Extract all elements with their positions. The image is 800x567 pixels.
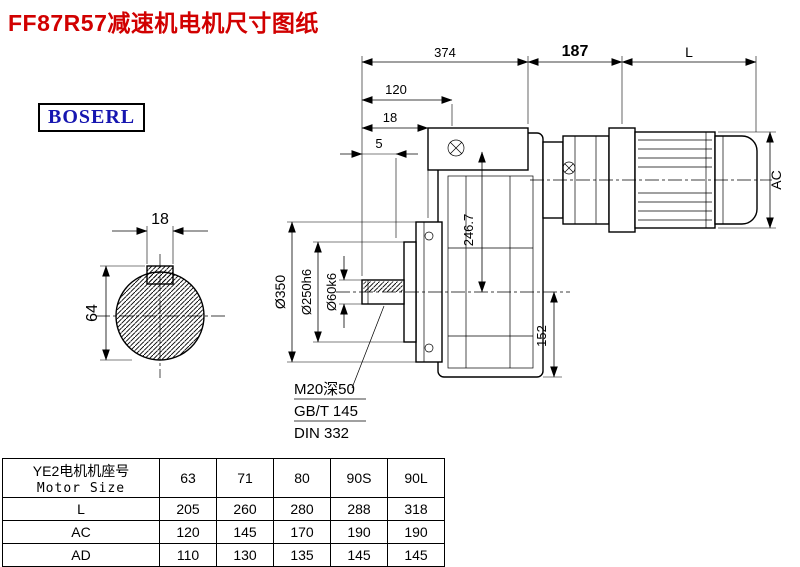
note-thread: M20深50 bbox=[294, 381, 355, 398]
cell-AC-90L: 190 bbox=[387, 520, 445, 544]
motor-view bbox=[530, 127, 772, 233]
row-label-AD: AD bbox=[2, 543, 160, 567]
adapter-bolt-icon bbox=[562, 161, 576, 175]
cell-L-90L: 318 bbox=[387, 497, 445, 521]
cell-AC-90S: 190 bbox=[330, 520, 388, 544]
dim-spigot-dia: Ø250h6 bbox=[299, 269, 314, 315]
col-header-80: 80 bbox=[273, 458, 331, 498]
col-header-90S: 90S bbox=[330, 458, 388, 498]
dim-flange-dia: Ø350 bbox=[272, 275, 288, 309]
dim-120: 120 bbox=[385, 82, 407, 97]
cell-L-80: 280 bbox=[273, 497, 331, 521]
table-row-AD: AD 110 130 135 145 145 bbox=[2, 543, 445, 567]
cell-AC-63: 120 bbox=[159, 520, 217, 544]
table-row-L: L 205 260 280 288 318 bbox=[2, 497, 445, 521]
table-header-row: YE2电机机座号 Motor Size 63 71 80 90S 90L bbox=[2, 458, 445, 498]
col-header-90L: 90L bbox=[387, 458, 445, 498]
col-header-71: 71 bbox=[216, 458, 274, 498]
cell-AD-71: 130 bbox=[216, 543, 274, 567]
col-header-63: 63 bbox=[159, 458, 217, 498]
row-label-L: L bbox=[2, 497, 160, 521]
row-label-AC: AC bbox=[2, 520, 160, 544]
page-title: FF87R57减速机电机尺寸图纸 bbox=[8, 10, 319, 36]
table-title-cell: YE2电机机座号 Motor Size bbox=[2, 458, 160, 498]
cell-L-63: 205 bbox=[159, 497, 217, 521]
dim-key-width: 18 bbox=[151, 211, 169, 228]
dim-5: 5 bbox=[375, 136, 382, 151]
dim-374: 374 bbox=[434, 45, 456, 60]
thread-notes: M20深50 GB/T 145 DIN 332 bbox=[294, 305, 385, 442]
brand-logo: BOSERL bbox=[38, 103, 146, 132]
dim-AC: AC bbox=[768, 170, 784, 189]
note-din-standard: DIN 332 bbox=[294, 425, 349, 442]
cell-AD-90S: 145 bbox=[330, 543, 388, 567]
dim-18: 18 bbox=[383, 110, 397, 125]
cell-L-90S: 288 bbox=[330, 497, 388, 521]
dim-center-height: 246.7 bbox=[461, 214, 476, 247]
cell-AC-80: 170 bbox=[273, 520, 331, 544]
technical-drawing: 18 64 bbox=[84, 43, 784, 442]
cell-L-71: 260 bbox=[216, 497, 274, 521]
table-title-cn: YE2电机机座号 bbox=[32, 462, 130, 479]
cell-AD-63: 110 bbox=[159, 543, 217, 567]
dim-187: 187 bbox=[562, 43, 589, 60]
cell-AC-71: 145 bbox=[216, 520, 274, 544]
cell-AD-90L: 145 bbox=[387, 543, 445, 567]
dim-shaft-height: 64 bbox=[84, 304, 101, 322]
dimension-annotations: 374 187 L 120 18 5 Ø350 Ø250h6 Ø60k6 bbox=[272, 43, 784, 378]
dim-shaft-dia: Ø60k6 bbox=[324, 273, 339, 311]
fan-cover bbox=[714, 135, 758, 225]
housing-top-lug bbox=[427, 127, 529, 171]
dim-152: 152 bbox=[534, 325, 549, 347]
spec-table: YE2电机机座号 Motor Size 63 71 80 90S 90L L 2… bbox=[2, 458, 445, 567]
dim-L: L bbox=[685, 44, 693, 60]
shaft-section-view: 18 64 bbox=[84, 211, 226, 378]
table-row-AC: AC 120 145 170 190 190 bbox=[2, 520, 445, 544]
cell-AD-80: 135 bbox=[273, 543, 331, 567]
bolt-hole-icon bbox=[447, 139, 465, 157]
note-gb-standard: GB/T 145 bbox=[294, 403, 358, 420]
gearbox-side-view bbox=[336, 127, 570, 378]
table-title-en: Motor Size bbox=[36, 480, 126, 496]
